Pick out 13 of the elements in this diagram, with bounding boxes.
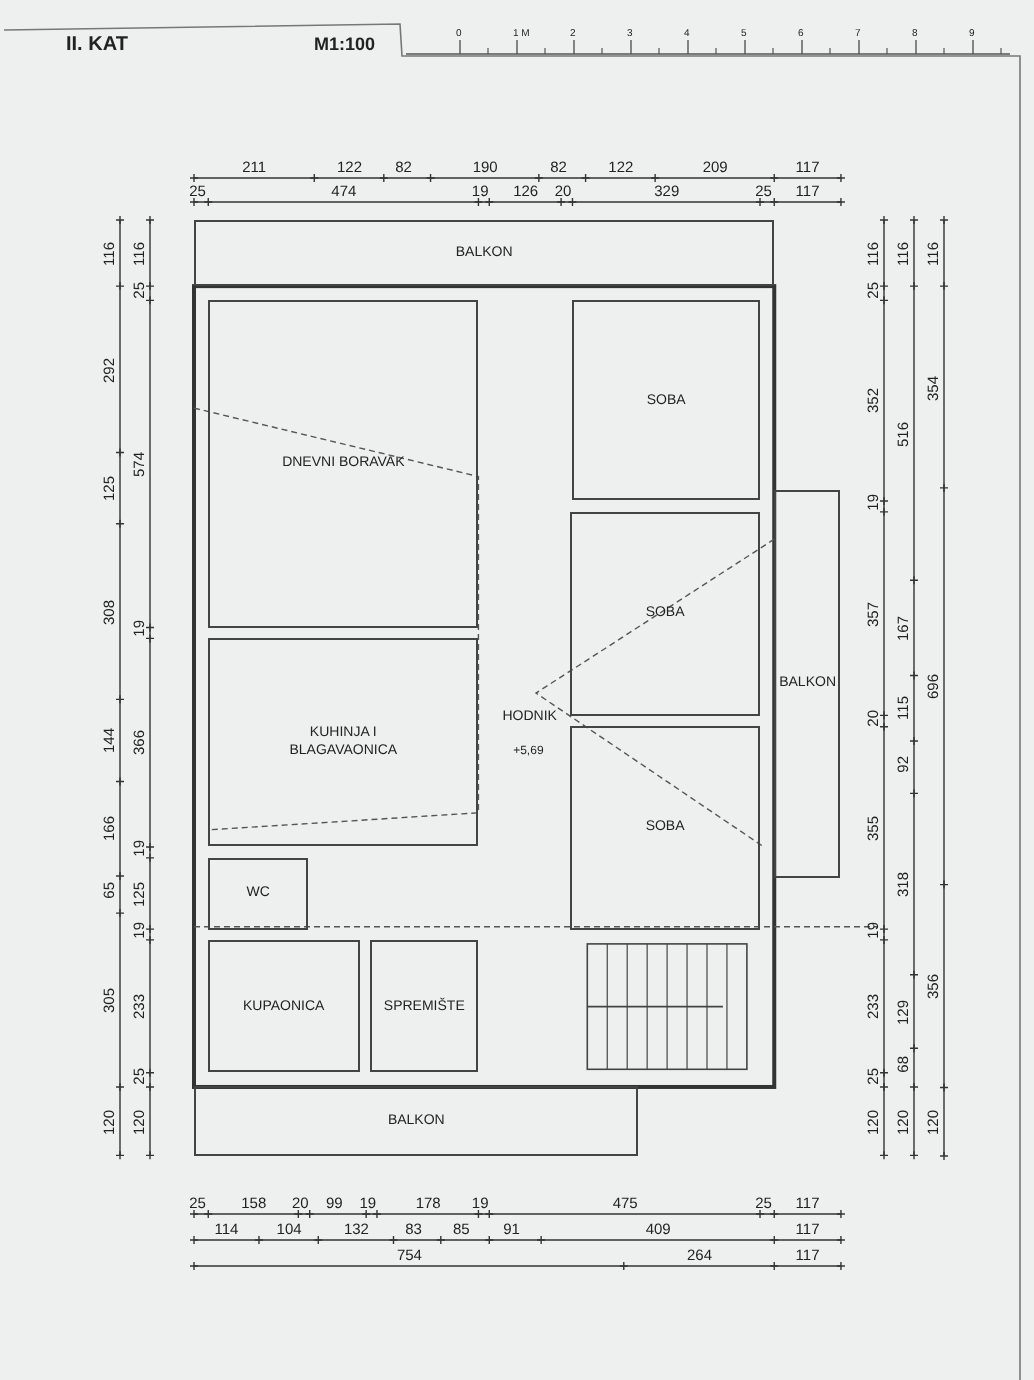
room-outline <box>194 220 775 287</box>
room-outline <box>774 490 841 878</box>
room-outline <box>570 726 760 930</box>
room-outline <box>572 300 760 501</box>
room-outline <box>570 511 760 716</box>
room-outline <box>208 857 308 930</box>
title: II. KAT <box>66 34 128 56</box>
room-outline <box>194 1086 639 1156</box>
room-outline <box>208 939 360 1073</box>
room-outline <box>370 939 479 1073</box>
room-outline <box>208 638 479 847</box>
scale-label: M1:100 <box>314 34 376 54</box>
room-outline <box>208 300 479 628</box>
